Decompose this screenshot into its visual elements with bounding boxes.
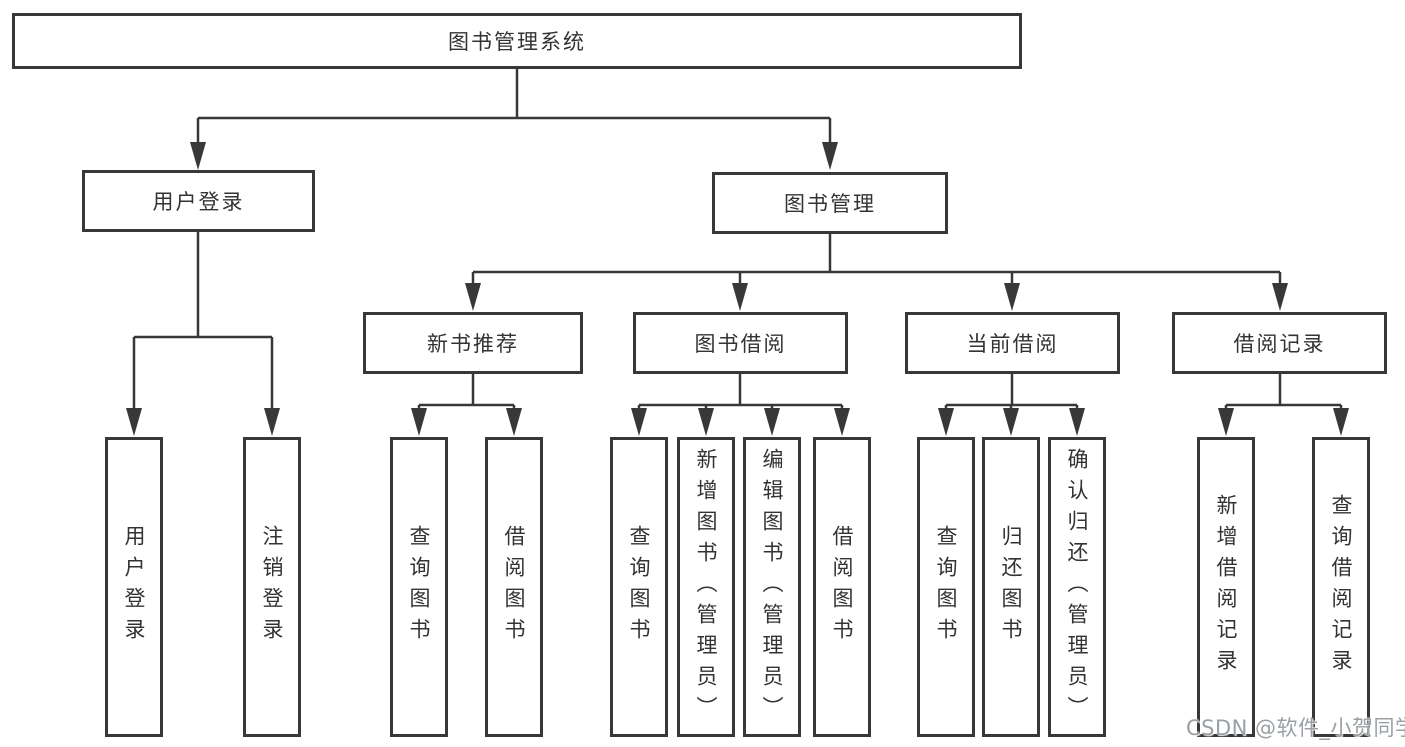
csdn-watermark: CSDN @软件_小贺同学 xyxy=(1186,716,1405,740)
node-borrowing-records-label: 借阅记录 xyxy=(1233,332,1326,356)
node-book-borrowing-label: 图书借阅 xyxy=(694,332,787,356)
leaf-cb-query-books-label: 查询图书 xyxy=(934,525,959,649)
node-current-borrowing-label: 当前借阅 xyxy=(966,332,1059,356)
leaf-br-add-borrow-record-label: 新增借阅记录 xyxy=(1214,494,1239,680)
node-book-management-label: 图书管理 xyxy=(784,192,876,216)
leaf-bb-borrow-books-label: 借阅图书 xyxy=(830,525,855,649)
leaf-nb-borrow-books-label: 借阅图书 xyxy=(502,525,527,649)
node-borrowing-records: 借阅记录 xyxy=(1172,312,1387,374)
node-user-login-label: 用户登录 xyxy=(152,190,245,214)
leaf-nb-query-books: 查询图书 xyxy=(390,437,448,737)
node-root-label: 图书管理系统 xyxy=(448,30,586,54)
leaf-br-add-borrow-record: 新增借阅记录 xyxy=(1197,437,1255,737)
node-root: 图书管理系统 xyxy=(12,13,1022,69)
leaf-ul-user-login-label: 用户登录 xyxy=(122,525,147,649)
tree-edges xyxy=(126,69,1349,436)
leaf-cb-return-books-label: 归还图书 xyxy=(999,525,1024,649)
leaf-bb-query-books: 查询图书 xyxy=(610,437,668,737)
node-new-book-recommend: 新书推荐 xyxy=(363,312,583,374)
leaf-bb-add-books-admin: 新增图书（管理员） xyxy=(677,437,735,737)
leaf-cb-confirm-return-admin-label: 确认归还（管理员） xyxy=(1065,447,1090,727)
node-user-login: 用户登录 xyxy=(82,170,315,232)
leaf-bb-edit-books-admin: 编辑图书（管理员） xyxy=(743,437,801,737)
node-new-book-recommend-label: 新书推荐 xyxy=(427,332,519,356)
leaf-cb-query-books: 查询图书 xyxy=(917,437,975,737)
leaf-cb-confirm-return-admin: 确认归还（管理员） xyxy=(1048,437,1106,737)
leaf-bb-query-books-label: 查询图书 xyxy=(627,525,652,649)
leaf-bb-add-books-admin-label: 新增图书（管理员） xyxy=(694,447,719,727)
leaf-nb-query-books-label: 查询图书 xyxy=(407,525,432,649)
leaf-br-query-borrow-record-label: 查询借阅记录 xyxy=(1329,494,1354,680)
leaf-ul-user-login: 用户登录 xyxy=(105,437,163,737)
leaf-nb-borrow-books: 借阅图书 xyxy=(485,437,543,737)
leaf-cb-return-books: 归还图书 xyxy=(982,437,1040,737)
leaf-bb-edit-books-admin-label: 编辑图书（管理员） xyxy=(760,447,785,727)
leaf-ul-logout: 注销登录 xyxy=(243,437,301,737)
leaf-bb-borrow-books: 借阅图书 xyxy=(813,437,871,737)
leaf-br-query-borrow-record: 查询借阅记录 xyxy=(1312,437,1370,737)
node-current-borrowing: 当前借阅 xyxy=(905,312,1120,374)
node-book-borrowing: 图书借阅 xyxy=(633,312,848,374)
leaf-ul-logout-label: 注销登录 xyxy=(260,525,285,649)
node-book-management: 图书管理 xyxy=(712,172,948,234)
